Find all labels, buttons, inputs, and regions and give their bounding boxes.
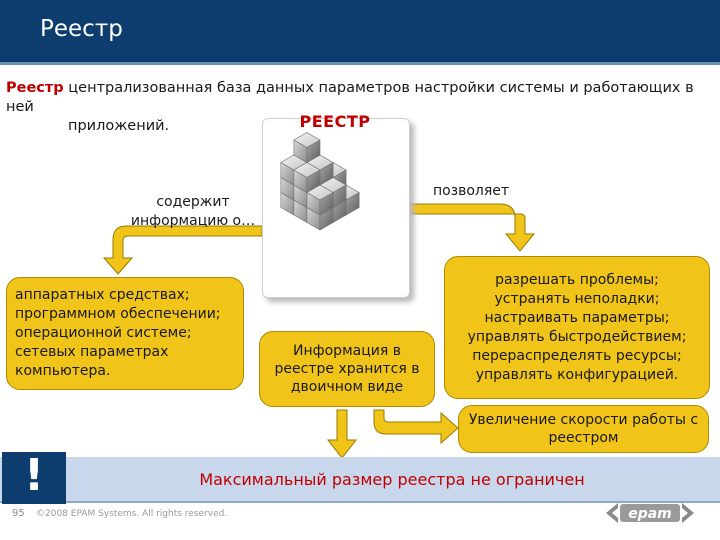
hardware-info-box: аппаратных средствах; программном обеспе…: [6, 277, 244, 390]
epam-logo-text: epam: [628, 506, 672, 522]
hardware-line-1: аппаратных средствах;: [15, 287, 190, 303]
binary-line-2: реестре хранится в: [274, 361, 420, 377]
registry-cubes-image: [280, 132, 360, 231]
abilities-line-3: настраивать параметры;: [484, 309, 670, 326]
label-contains-line-1: содержит: [156, 194, 230, 210]
binary-storage-box: Информация в реестре хранится в двоичном…: [259, 331, 435, 407]
abilities-line-2: устранять неполадки;: [494, 290, 660, 307]
label-allows: позволяет: [432, 183, 510, 199]
speed-line-2: реестром: [548, 430, 619, 446]
definition-line-2: приложений.: [68, 118, 170, 134]
definition-line-1: централизованная база данных параметров …: [6, 80, 694, 115]
page-number: 95: [12, 508, 25, 519]
speed-box: Увеличение скорости работы с реестром: [458, 405, 709, 453]
binary-line-1: Информация в: [293, 343, 401, 359]
cube-face: [293, 132, 321, 148]
abilities-line-1: разрешать проблемы;: [495, 271, 659, 288]
binary-line-3: двоичном виде: [290, 379, 404, 395]
title-bar-divider: [0, 62, 720, 65]
label-contains: содержит информацию о…: [118, 193, 268, 231]
arrow-speed: [373, 409, 459, 445]
exclamation-icon: !: [23, 450, 45, 501]
speed-line-1: Увеличение скорости работы с: [468, 412, 699, 428]
warning-box: [2, 452, 66, 504]
hardware-line-3: операционной системе;: [15, 325, 192, 341]
title-bar: [0, 0, 720, 62]
bottom-bar: [0, 457, 720, 501]
definition-term: Реестр: [6, 80, 64, 96]
copyright-text: ©2008 EPAM Systems. All rights reserved.: [36, 509, 228, 519]
abilities-line-5: перераспределять ресурсы;: [472, 347, 682, 364]
hardware-line-5: компьютера.: [15, 363, 111, 379]
abilities-box: разрешать проблемы; устранять неполадки;…: [444, 256, 710, 399]
bottom-bar-divider: [0, 501, 720, 503]
abilities-line-4: управлять быстродействием;: [467, 328, 687, 345]
epam-logo: epam: [606, 503, 694, 523]
hardware-line-4: сетевых параметрах: [15, 344, 169, 360]
max-size-note: Максимальный размер реестра не ограничен: [199, 470, 585, 489]
registry-title: РЕЕСТР: [299, 112, 371, 131]
abilities-line-6: управлять конфигурацией.: [475, 366, 679, 383]
hardware-line-2: программном обеспечении;: [15, 306, 221, 322]
arrow-max-size: [326, 409, 358, 459]
arrow-contains: [102, 225, 263, 275]
page-title: Реестр: [40, 16, 123, 42]
cube-face: [293, 162, 321, 178]
label-contains-line-2: информацию о…: [130, 213, 256, 229]
definition-text: Реестр централизованная база данных пара…: [6, 79, 712, 136]
